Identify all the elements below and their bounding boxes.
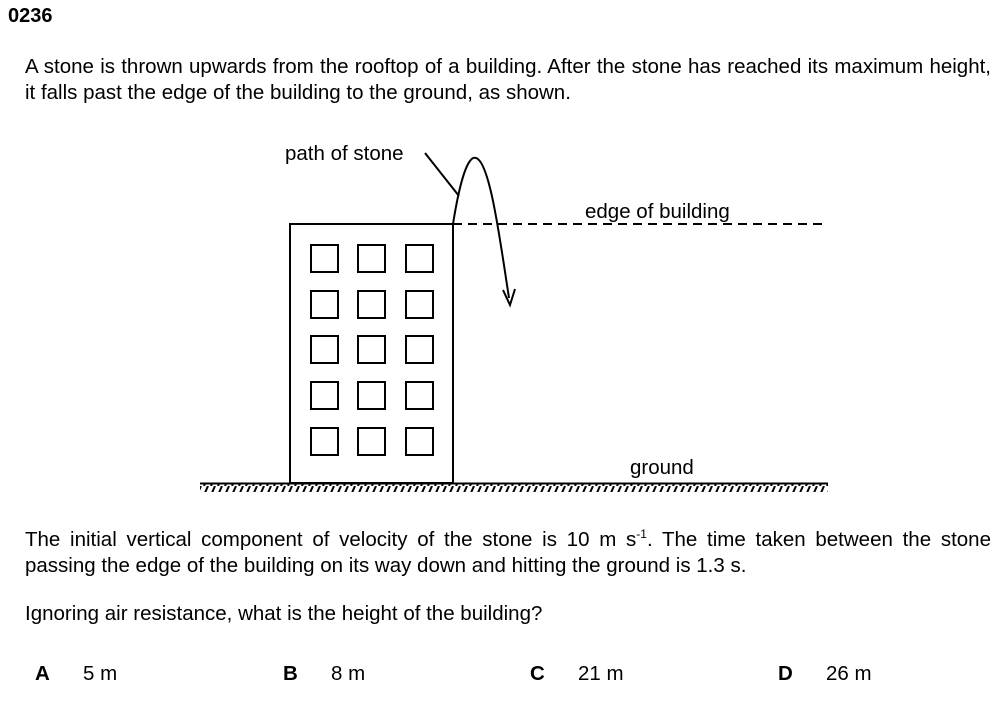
body-text: The initial vertical component of veloci… bbox=[25, 521, 991, 579]
option-a[interactable]: A 5 m bbox=[35, 662, 117, 686]
option-b[interactable]: B 8 m bbox=[283, 662, 365, 686]
unit-superscript: -1 bbox=[636, 527, 647, 541]
label-path-of-stone: path of stone bbox=[285, 142, 404, 165]
window bbox=[310, 381, 339, 410]
window bbox=[405, 335, 434, 364]
stone-path bbox=[452, 156, 510, 299]
label-ground: ground bbox=[630, 456, 694, 479]
window bbox=[310, 427, 339, 456]
option-text: 21 m bbox=[578, 662, 624, 685]
label-edge-of-building: edge of building bbox=[585, 200, 730, 223]
option-c[interactable]: C 21 m bbox=[530, 662, 624, 686]
window bbox=[357, 335, 386, 364]
window bbox=[357, 290, 386, 319]
label-leader-line bbox=[424, 152, 460, 197]
question-text: Ignoring air resistance, what is the hei… bbox=[25, 602, 543, 625]
option-text: 5 m bbox=[83, 662, 118, 685]
window bbox=[405, 381, 434, 410]
window bbox=[357, 381, 386, 410]
window bbox=[310, 335, 339, 364]
body-text-part: . The time taken between the stone passi… bbox=[25, 527, 991, 577]
option-text: 26 m bbox=[826, 662, 872, 685]
building-windows bbox=[310, 244, 434, 456]
option-text: 8 m bbox=[331, 662, 366, 685]
window bbox=[357, 244, 386, 273]
window bbox=[405, 290, 434, 319]
body-text-part: The initial vertical component of veloci… bbox=[25, 527, 637, 551]
window bbox=[405, 244, 434, 273]
option-d[interactable]: D 26 m bbox=[778, 662, 872, 686]
window bbox=[405, 427, 434, 456]
question-number: 0236 bbox=[8, 5, 53, 27]
intro-text: A stone is thrown upwards from the rooft… bbox=[25, 55, 991, 104]
window bbox=[310, 244, 339, 273]
window bbox=[357, 427, 386, 456]
option-letter: D bbox=[778, 662, 793, 685]
option-letter: B bbox=[283, 662, 298, 685]
option-letter: C bbox=[530, 662, 545, 685]
arrow-head-icon bbox=[502, 288, 516, 308]
ground-hatching bbox=[200, 484, 828, 492]
window bbox=[310, 290, 339, 319]
building bbox=[289, 223, 454, 484]
option-letter: A bbox=[35, 662, 50, 685]
